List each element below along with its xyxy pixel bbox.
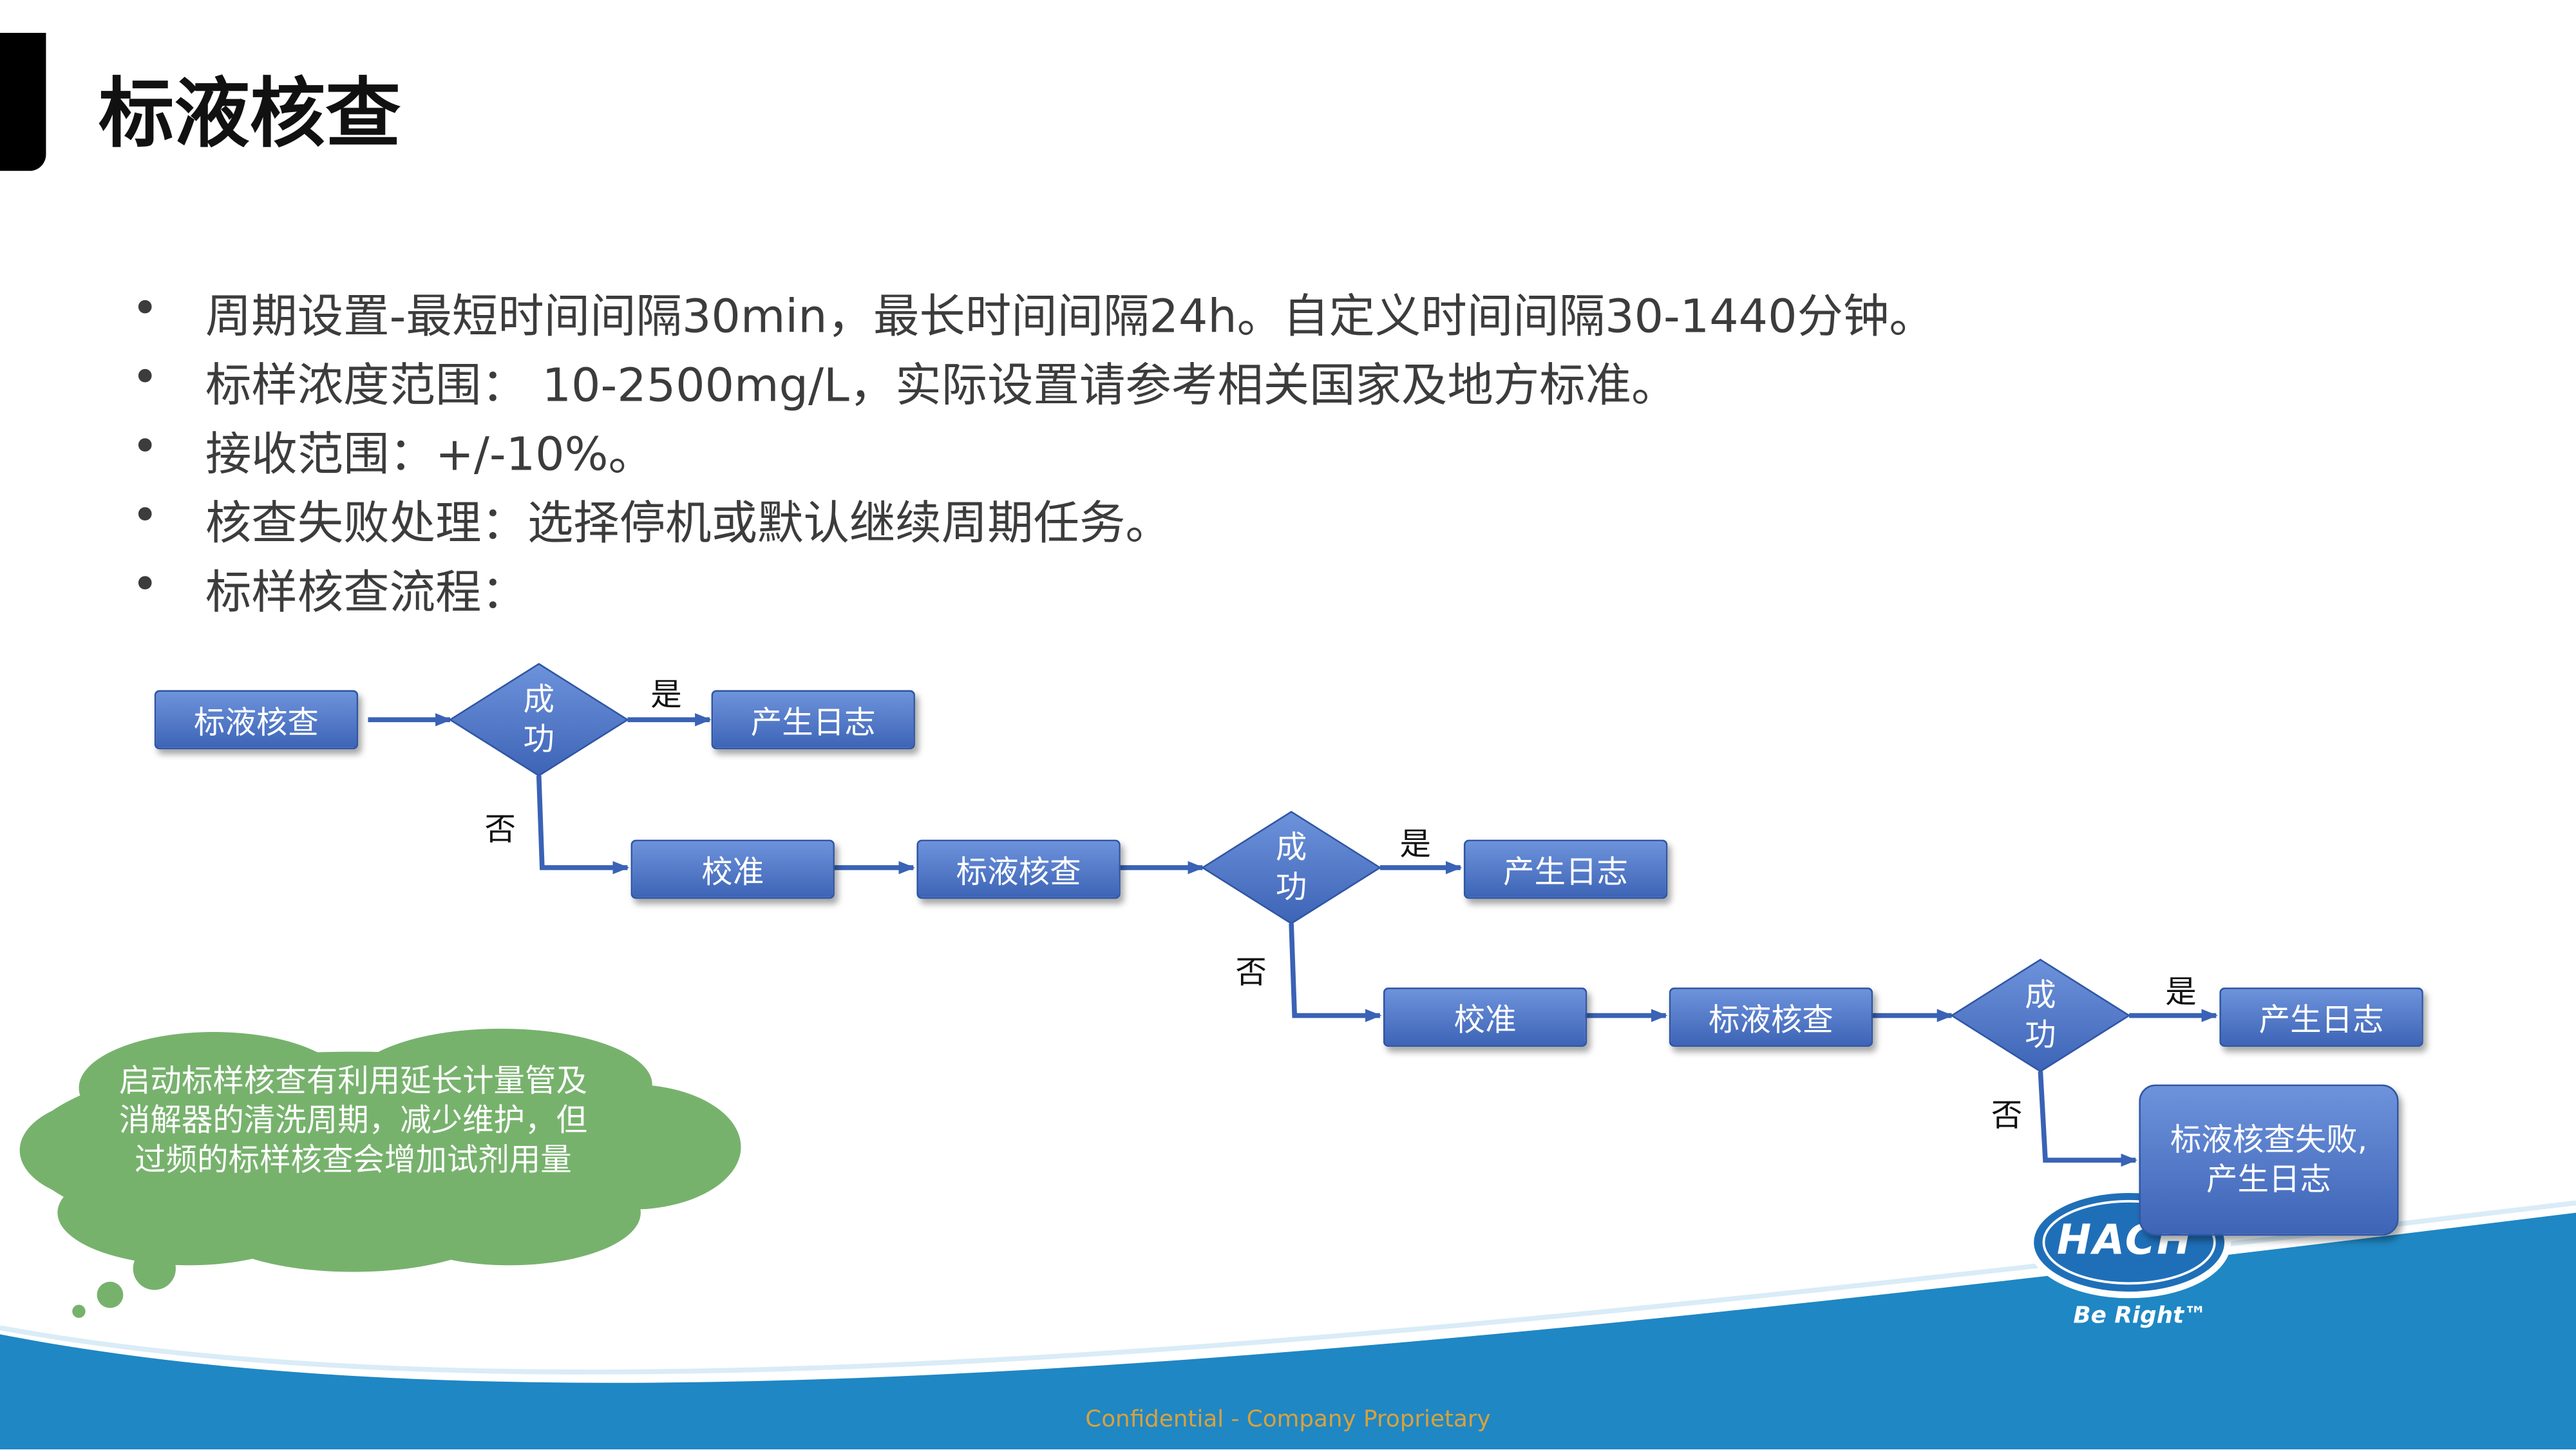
logo-tagline: Be Right™ xyxy=(2073,1302,2207,1330)
bullet-text: 标样核查流程： xyxy=(205,565,527,620)
flow-box-calibrate: 校准 xyxy=(630,839,835,899)
flow-box-check: 标液核查 xyxy=(154,690,359,750)
page-title: 标液核查 xyxy=(99,69,401,158)
bullet-text: 接收范围：+/-10%。 xyxy=(205,427,654,482)
failure-line-1: 标液核查失败, xyxy=(2170,1122,2368,1159)
arrow-connector xyxy=(2038,1071,2137,1167)
flow-box-check: 标液核查 xyxy=(916,839,1121,899)
arrow-connector xyxy=(1289,923,1382,1022)
cloud-note: 启动标样核查有利用延长计量管及消解器的清洗周期，减少维护，但过频的标样核查会增加… xyxy=(118,1063,587,1179)
failure-line-2: 产生日志 xyxy=(2206,1161,2331,1198)
flow-box-log: 产生日志 xyxy=(1463,839,1668,899)
flow-box-failure: 标液核查失败, 产生日志 xyxy=(2139,1084,2399,1236)
decision-label: 成功 xyxy=(523,682,554,758)
decision-label: 成功 xyxy=(2025,977,2056,1054)
thought-bubble-large xyxy=(133,1247,176,1290)
bullet-dot: • xyxy=(131,419,159,473)
no-label: 否 xyxy=(1991,1098,2023,1134)
flow-box-check: 标液核查 xyxy=(1669,987,1873,1047)
yes-label: 是 xyxy=(650,677,682,714)
thought-bubble-small xyxy=(72,1304,86,1318)
yes-label: 是 xyxy=(1399,826,1431,863)
bullet-text: 核查失败处理：选择停机或默认继续周期任务。 xyxy=(205,496,1171,551)
flow-box-log: 产生日志 xyxy=(711,690,915,750)
bullet-dot: • xyxy=(131,488,159,542)
flow-box-calibrate: 校准 xyxy=(1383,987,1587,1047)
bullet-dot: • xyxy=(131,350,159,405)
yes-label: 是 xyxy=(2165,974,2197,1011)
bullet-dot: • xyxy=(131,281,159,336)
no-label: 否 xyxy=(484,812,516,848)
no-label: 否 xyxy=(1235,955,1267,991)
title-accent-bar xyxy=(0,33,46,171)
decision-diamond xyxy=(1950,959,2131,1073)
wave-shape xyxy=(0,1212,2576,1449)
bullet-text: 周期设置-最短时间间隔30min，最长时间间隔24h。自定义时间间隔30-144… xyxy=(205,289,1935,344)
arrow-connector xyxy=(536,775,630,875)
flow-box-log: 产生日志 xyxy=(2219,987,2423,1047)
bullet-dot: • xyxy=(131,557,159,611)
decision-label: 成功 xyxy=(1275,830,1307,906)
thought-bubble-medium xyxy=(97,1281,124,1308)
bullet-text: 标样浓度范围： 10-2500mg/L，实际设置请参考相关国家及地方标准。 xyxy=(205,358,1678,413)
footer-confidential: Confidential - Company Proprietary xyxy=(1085,1406,1491,1433)
thought-cloud xyxy=(19,1028,741,1318)
